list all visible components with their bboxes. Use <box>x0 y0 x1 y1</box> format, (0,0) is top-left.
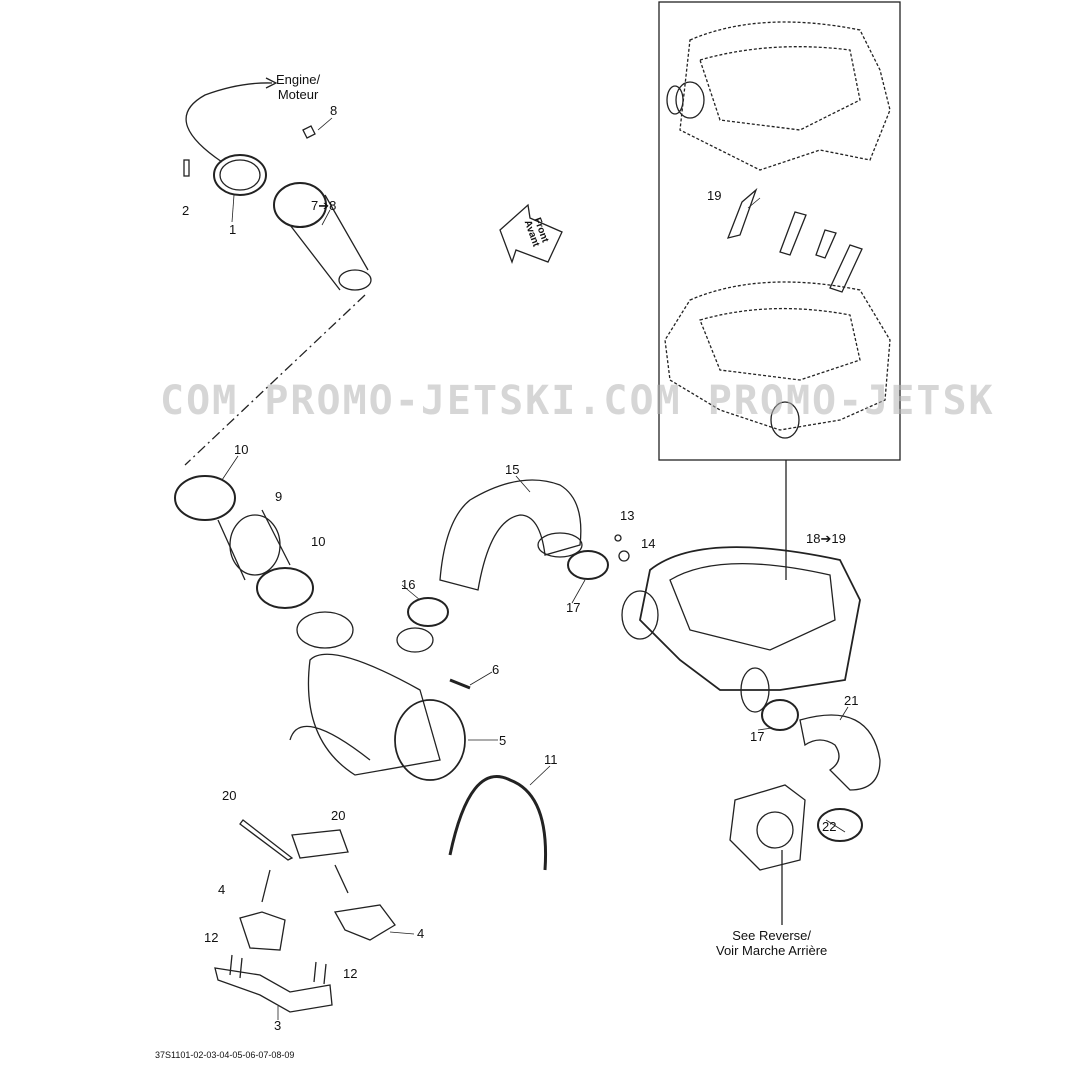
callout-11: 11 <box>544 752 558 767</box>
callout-6: 6 <box>492 662 500 677</box>
muffler-part-5 <box>307 653 441 776</box>
pad-part-20b <box>291 829 349 859</box>
callout-10: 10 <box>234 442 249 457</box>
engine-arrow <box>185 82 273 163</box>
muffler-inlet <box>296 611 354 649</box>
clamp-part-16 <box>407 597 449 627</box>
arrow-line <box>261 869 271 903</box>
resonator-outlet <box>740 667 770 713</box>
engine-note-line1: Engine/ <box>276 72 321 87</box>
bracket-part-4 <box>239 911 286 951</box>
callout-5: 5 <box>499 733 507 748</box>
inset-clamp-bottom <box>770 401 800 439</box>
clamp-part-17 <box>567 550 609 580</box>
watermark: COM PROMO-JETSKI.COM PROMO-JETSK <box>160 378 995 424</box>
muffler-outlet <box>396 627 434 653</box>
callout-1: 1 <box>229 222 237 237</box>
callout-2: 2 <box>182 203 190 218</box>
bracket-part-4b <box>333 904 396 941</box>
callout-20b: 20 <box>331 808 346 823</box>
plug-part-8 <box>302 125 316 139</box>
callout-17b: 17 <box>750 729 765 744</box>
sensor-part-6 <box>449 678 471 690</box>
nut-part-13 <box>614 534 622 542</box>
clamp-part-10 <box>174 475 236 521</box>
callout-21: 21 <box>844 693 859 708</box>
engine-note-line2: Moteur <box>277 87 319 102</box>
strap-part-11 <box>448 775 548 871</box>
clamp-inner <box>219 159 261 191</box>
callout-15: 15 <box>505 462 520 477</box>
callout-17: 17 <box>566 600 581 615</box>
callout-22: 22 <box>822 819 837 834</box>
muffler-end <box>394 699 466 781</box>
pipe-body <box>289 194 369 291</box>
clamp-part-17b <box>761 699 799 731</box>
reverse-plate <box>729 784 806 871</box>
arrowhead <box>265 77 278 89</box>
clamp-part-1 <box>213 154 267 196</box>
arrow-line <box>334 864 349 894</box>
inset-pipe-end <box>666 85 684 115</box>
callout-19: 19 <box>707 188 722 203</box>
screw-part-2 <box>183 159 190 177</box>
engine-note: Engine/ Moteur <box>276 72 320 102</box>
resonator-part-18 <box>639 546 861 691</box>
callout-20: 20 <box>222 788 237 803</box>
baffle-strips <box>726 187 863 293</box>
sleeve-end <box>229 514 281 576</box>
callout-16: 16 <box>401 577 416 592</box>
callout-8: 8 <box>330 103 338 118</box>
resonator-inlet <box>621 590 659 640</box>
callout-leaders <box>221 117 849 1020</box>
clamp-part-22 <box>817 808 863 842</box>
callout-10b: 10 <box>311 534 326 549</box>
reverse-note-line2: Voir Marche Arrière <box>716 943 828 958</box>
reverse-plate-hole <box>756 811 794 849</box>
hose-part-15 <box>439 479 582 591</box>
screws-part-12 <box>229 954 327 985</box>
sleeve-part-9 <box>217 509 291 581</box>
callout-18-19: 18➔19 <box>806 531 846 546</box>
callout-3: 3 <box>274 1018 282 1033</box>
reverse-note-line1: See Reverse/ <box>732 928 812 943</box>
callout-4: 4 <box>218 882 226 897</box>
front-arrow-icon <box>499 203 563 264</box>
elbow-part-21 <box>799 714 881 791</box>
washer-part-14 <box>618 550 630 562</box>
inset-clamp <box>675 81 705 119</box>
callout-13: 13 <box>620 508 635 523</box>
callout-9: 9 <box>275 489 283 504</box>
callout-4b: 4 <box>417 926 425 941</box>
muffler-outline-top <box>679 21 891 171</box>
hose-end <box>537 532 583 558</box>
arrow-curve <box>289 725 371 761</box>
pipe-part-7 <box>273 182 327 228</box>
muffler-outline-bottom <box>664 281 891 431</box>
pad-part-20 <box>239 819 294 861</box>
clamp-part-10b <box>256 567 314 609</box>
callout-12b: 12 <box>343 966 358 981</box>
resonator-inner <box>669 562 836 651</box>
callout-7-8: 7➔8 <box>311 198 337 213</box>
bracket-part-3 <box>214 967 333 1013</box>
inset-frame <box>658 1 901 461</box>
pipe-end <box>338 269 372 291</box>
callout-12: 12 <box>204 930 219 945</box>
center-line <box>184 294 366 466</box>
reverse-note: See Reverse/ Voir Marche Arrière <box>716 928 827 958</box>
callout-14: 14 <box>641 536 656 551</box>
drawing-code: 37S1101-02-03-04-05-06-07-08-09 <box>155 1050 295 1060</box>
